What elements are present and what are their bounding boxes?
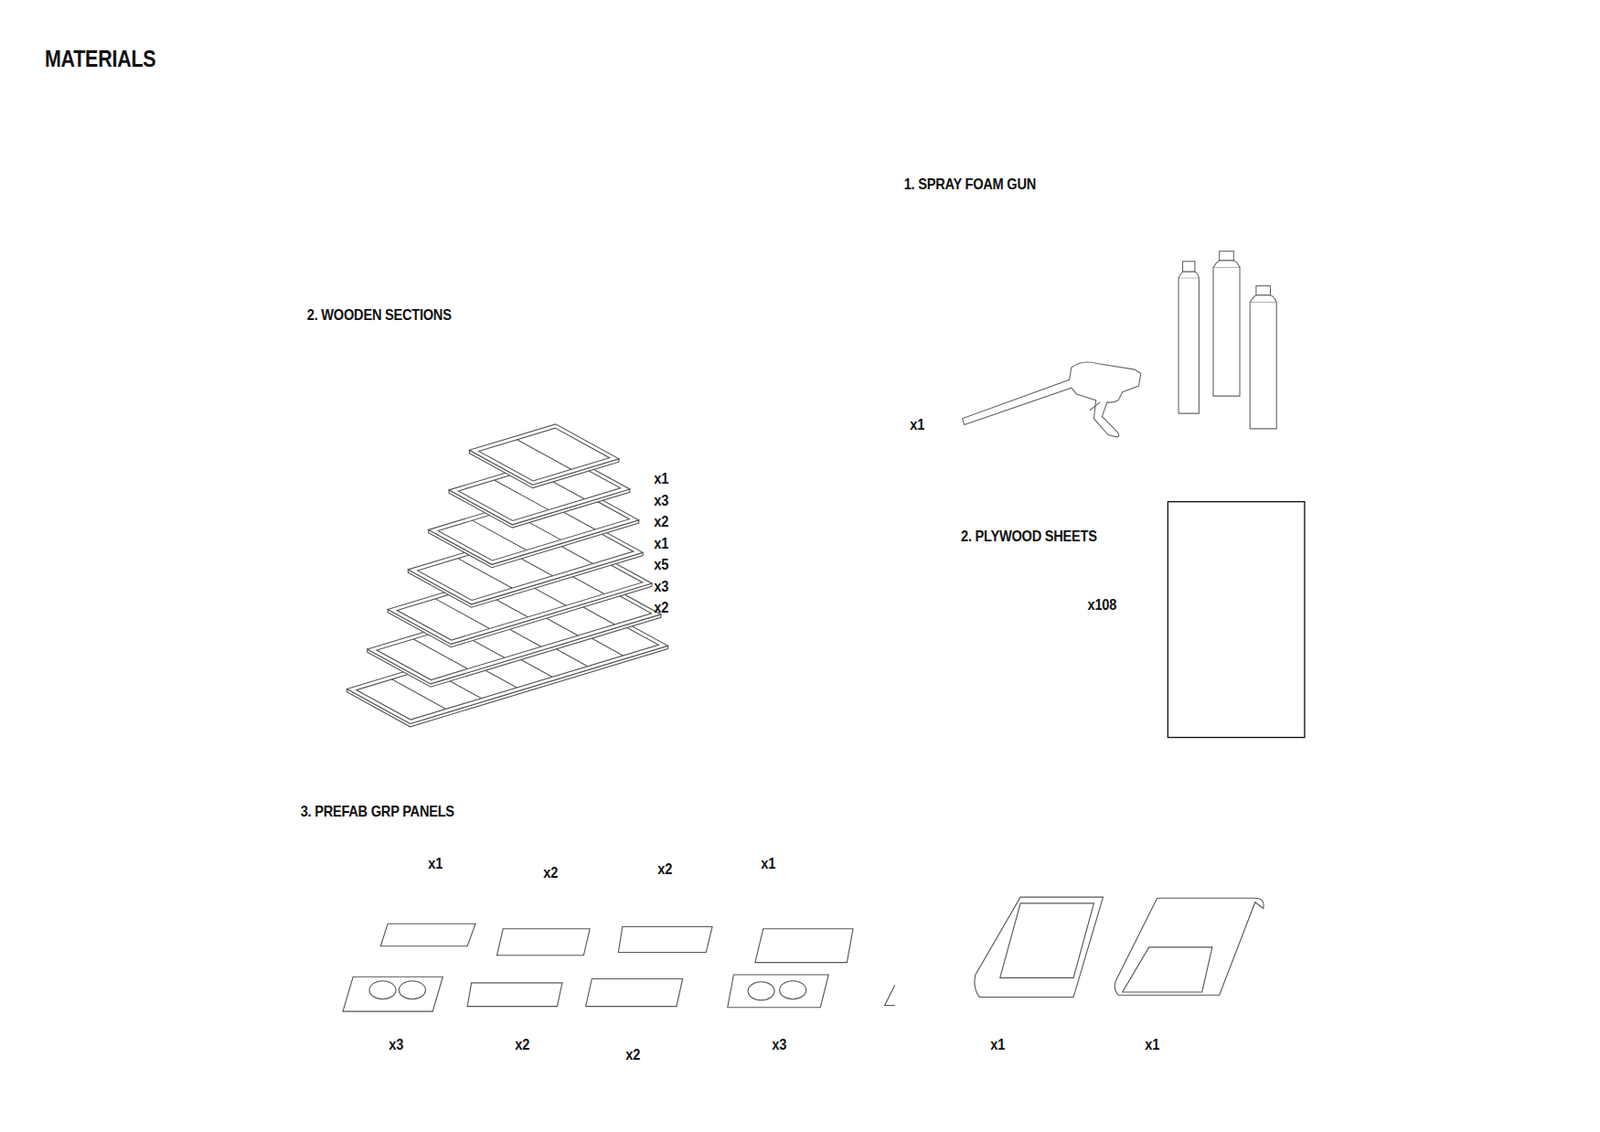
wooden-sections	[346, 424, 668, 727]
wood-frame	[479, 427, 610, 481]
section-heading: 2. PLYWOOD SHEETS	[960, 528, 1098, 544]
quantity-label: x108	[1087, 597, 1116, 613]
quantity-label: x2	[514, 1036, 530, 1053]
quantity-label: x3	[653, 578, 669, 595]
quantity-label: x3	[771, 1036, 787, 1053]
section-heading: 2. WOODEN SECTIONS	[307, 307, 452, 323]
quantity-label: x2	[543, 864, 558, 881]
quantity-label: x1	[909, 416, 925, 433]
quantity-label: x3	[388, 1036, 404, 1053]
quantity-label: x1	[653, 470, 669, 487]
wood-frame	[469, 424, 619, 485]
grp-panels	[342, 896, 1264, 1012]
quantity-label: x1	[653, 535, 669, 552]
quantity-label: x2	[653, 513, 669, 530]
section-heading: 1. SPRAY FOAM GUN	[904, 176, 1036, 192]
quantity-label: x2	[657, 861, 672, 877]
plywood-sheet	[1167, 501, 1305, 738]
quantity-label: x1	[990, 1036, 1005, 1053]
quantity-label: x1	[427, 855, 443, 872]
quantity-label: x2	[625, 1046, 640, 1063]
quantity-label: x3	[653, 492, 669, 509]
wood-rung	[516, 439, 571, 470]
quantity-label: x1	[760, 855, 776, 872]
page-title: MATERIALS	[43, 47, 156, 71]
spray-foam-gun	[961, 251, 1277, 438]
quantity-label: x5	[653, 556, 669, 573]
quantity-label: x2	[653, 599, 669, 616]
section-heading: 3. PREFAB GRP PANELS	[300, 803, 455, 820]
quantity-label: x1	[1144, 1036, 1160, 1053]
